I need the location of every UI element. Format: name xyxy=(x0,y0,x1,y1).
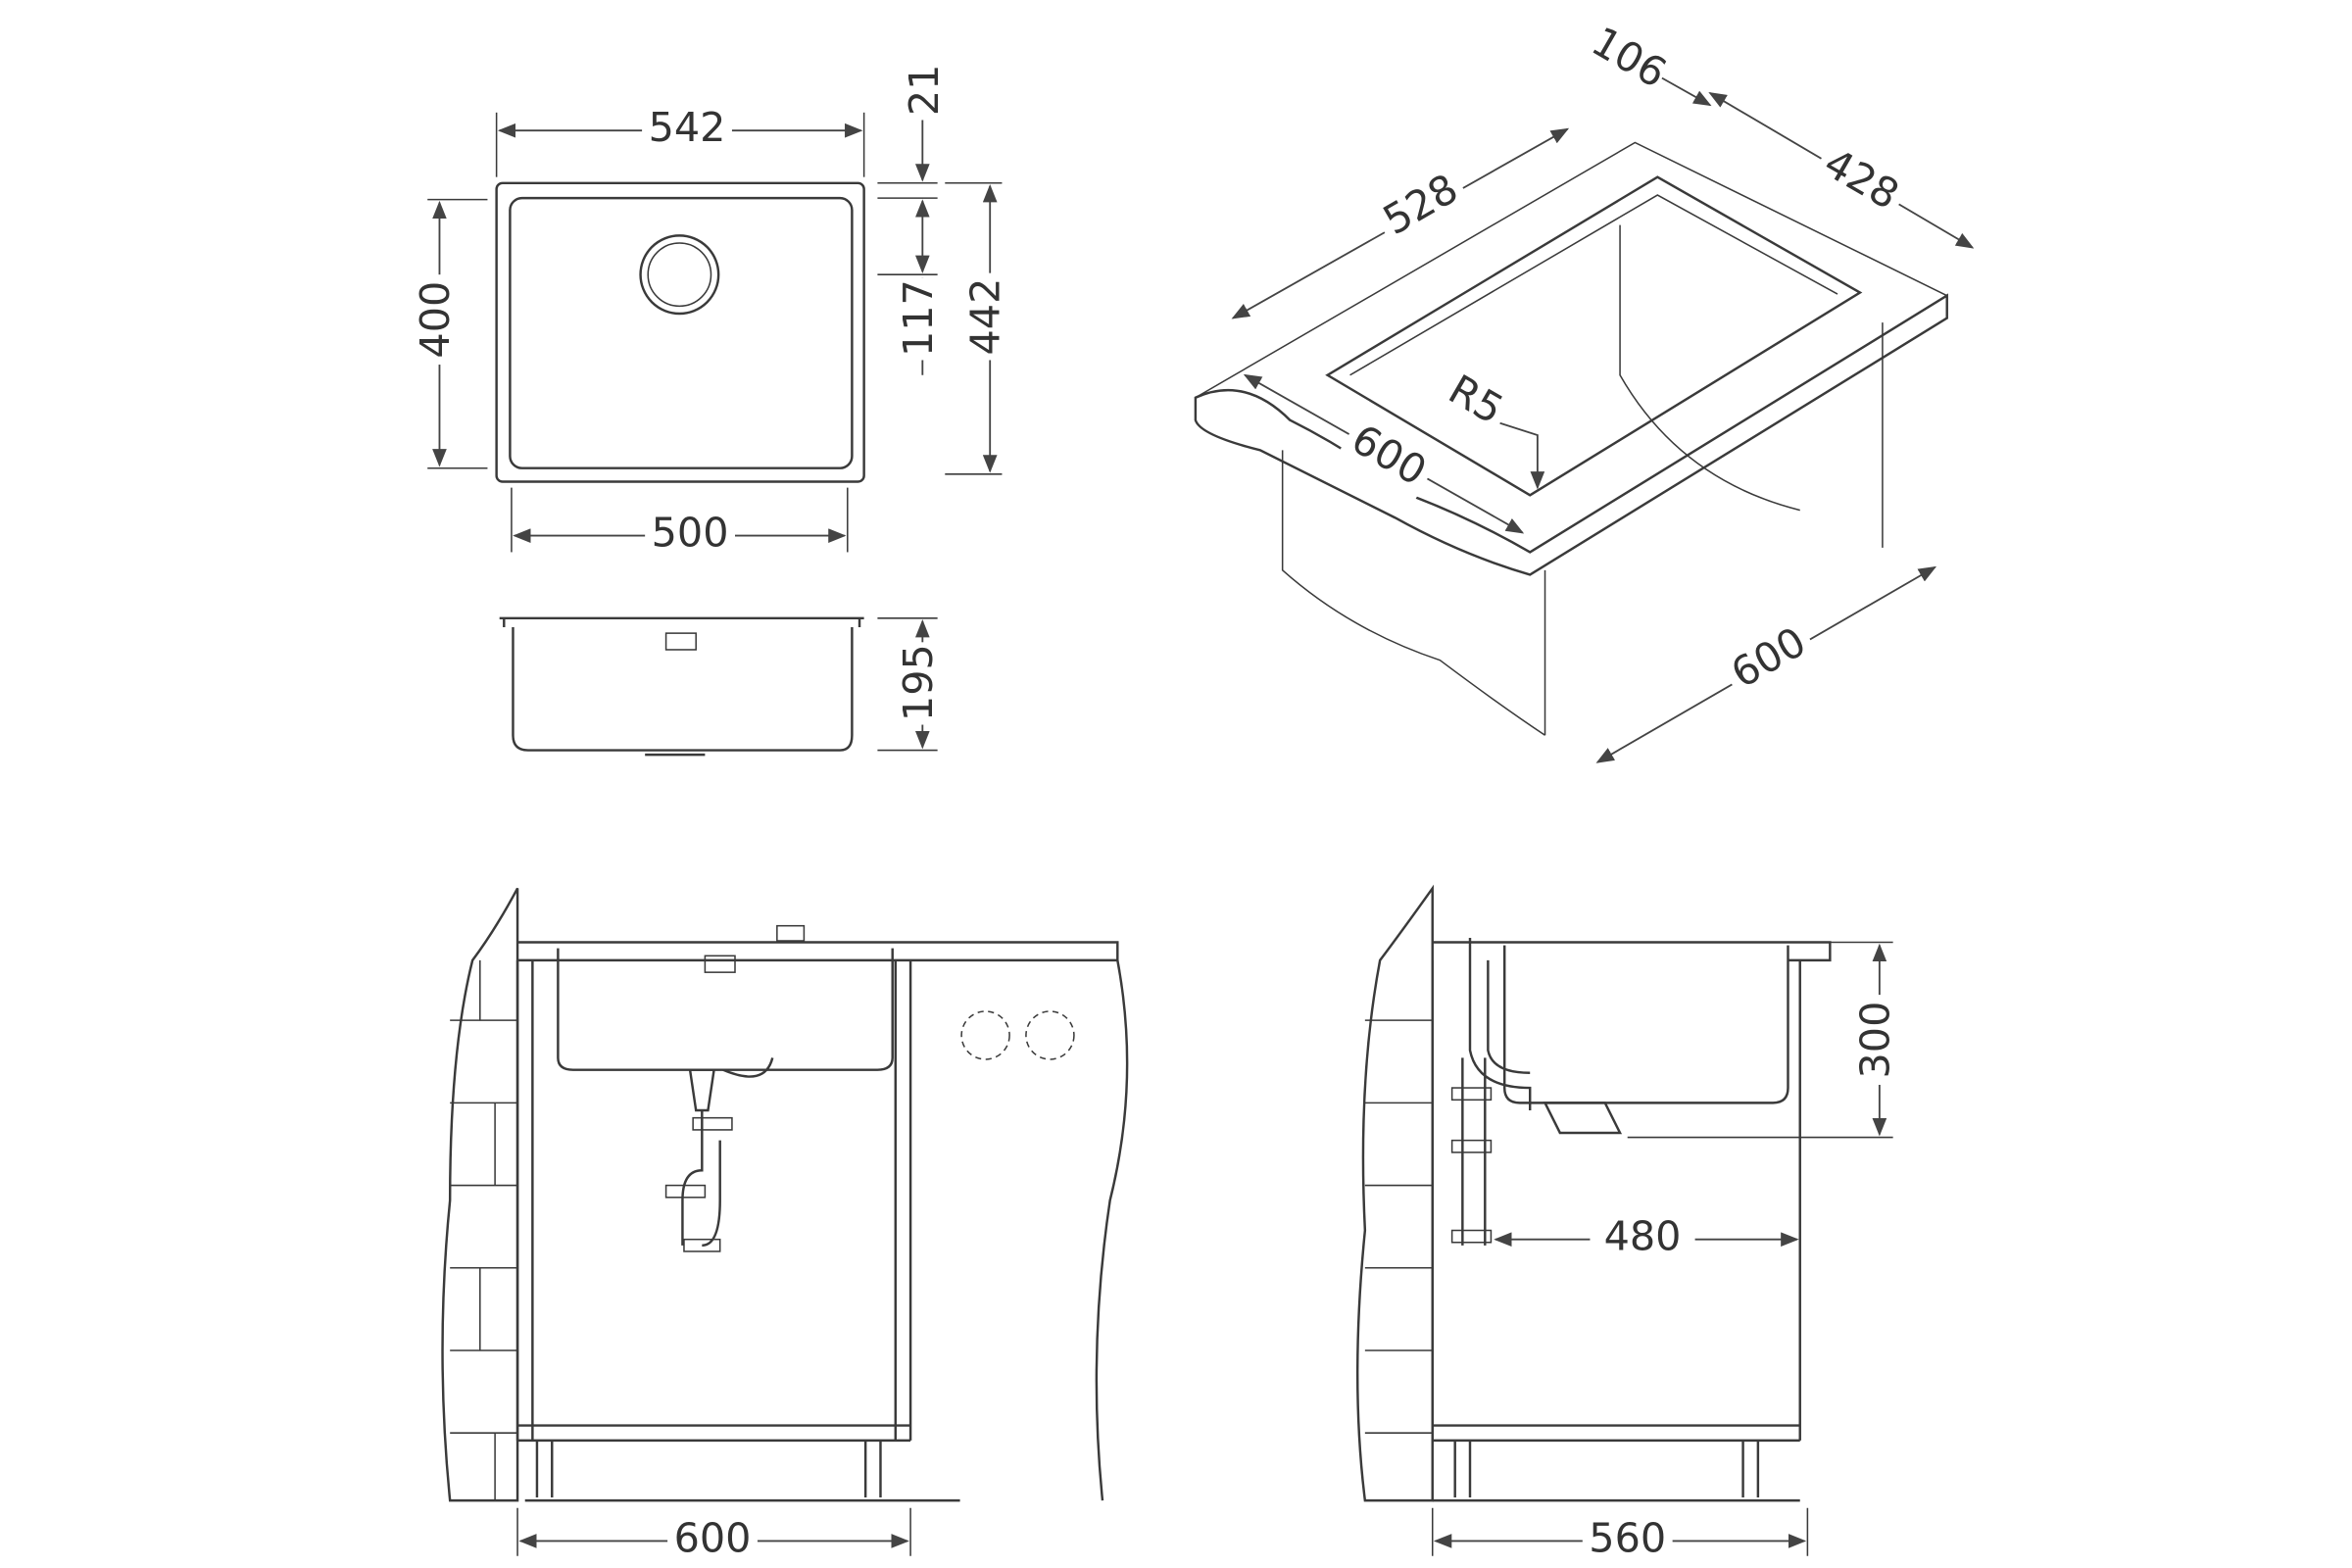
section-view: 195 xyxy=(499,616,949,757)
side-install-view: 300 480 560 xyxy=(1356,884,1905,1564)
drain-icon xyxy=(639,234,720,316)
top-view: 542 500 400 21 117 442 xyxy=(412,65,1016,559)
dim-drain-distance: 480 xyxy=(1604,1213,1682,1260)
dim-install-height: 300 xyxy=(1851,1002,1898,1079)
dim-rim-offset: 21 xyxy=(901,65,948,117)
dim-inner-depth: 400 xyxy=(412,281,459,359)
isometric-view: 106 528 428 R5 600 600 xyxy=(1194,18,1975,763)
dim-inner-width: 500 xyxy=(652,510,729,557)
sink-bowl-front xyxy=(557,948,894,1071)
overflow-icon xyxy=(664,632,697,651)
dim-outer-depth: 442 xyxy=(962,278,1009,356)
dim-bowl-depth: 195 xyxy=(895,644,942,721)
sink-bowl-outline xyxy=(509,196,854,469)
dim-outer-width: 542 xyxy=(649,104,726,151)
dim-drain-offset: 117 xyxy=(895,279,942,357)
sink-bowl-side xyxy=(1502,945,1789,1104)
pipe-hole-icon xyxy=(960,1010,1010,1060)
dim-cabinet-depth: 560 xyxy=(1589,1514,1666,1561)
wall-bricks xyxy=(1356,884,1434,1502)
sink-outer-rim xyxy=(495,181,865,483)
wall-bricks xyxy=(441,887,519,1502)
pipe-hole-icon xyxy=(1025,1010,1075,1060)
dim-rim-width: 106 xyxy=(1584,18,1674,97)
tap-hole-icon xyxy=(776,924,806,942)
countertop-edge xyxy=(1194,293,1948,576)
drain-trap-icon xyxy=(664,1057,774,1252)
dim-cabinet-width: 600 xyxy=(674,1514,752,1561)
front-install-view: 600 xyxy=(441,887,1129,1564)
drain-pipe-icon xyxy=(1450,937,1623,1246)
